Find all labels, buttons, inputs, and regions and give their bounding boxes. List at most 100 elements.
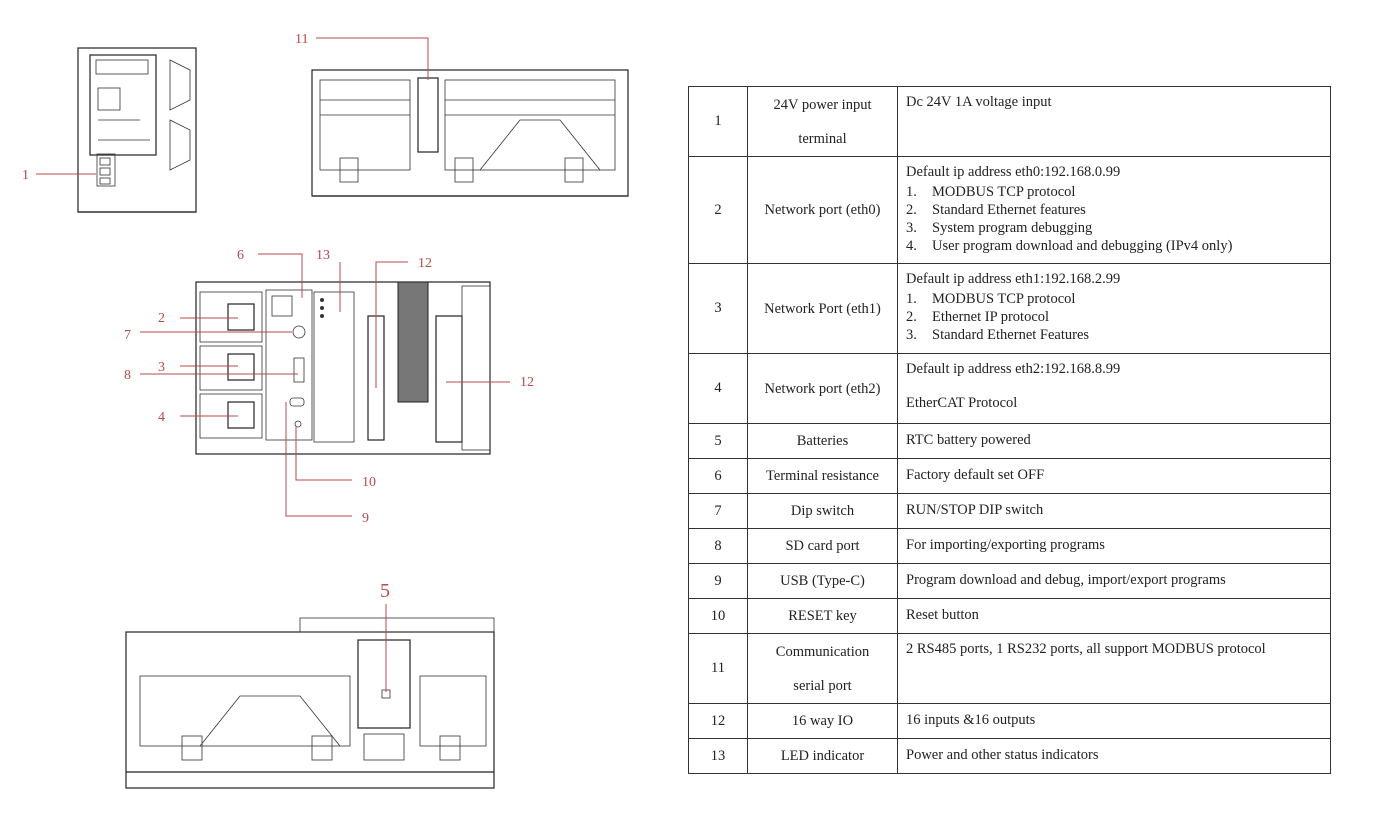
component-description: RUN/STOP DIP switch — [897, 493, 1331, 529]
component-description: Program download and debug, import/expor… — [897, 563, 1331, 599]
description-text: RTC battery powered — [906, 432, 1031, 448]
spec-row: 3 Network Port (eth1) Default ip address e… — [688, 263, 1331, 354]
side-view-drawing — [77, 47, 197, 213]
feature-number: 1. — [906, 184, 917, 200]
feature-number: 2. — [906, 309, 917, 325]
feature-number: 3. — [906, 327, 917, 343]
spec-row: 5 Batteries RTC battery powered — [688, 423, 1331, 459]
description-text: Default ip address eth1:192.168.2.99 — [906, 271, 1121, 287]
feature-item: 2. Ethernet IP protocol — [906, 308, 1322, 326]
component-description: Default ip address eth1:192.168.2.99 1.MO… — [897, 263, 1331, 354]
component-name-line: serial port — [793, 677, 852, 694]
feature-text: Standard Ethernet features — [932, 202, 1086, 218]
front-view-drawing — [195, 281, 491, 455]
component-name: Network port (eth0) — [747, 156, 898, 264]
feature-number: 4. — [906, 238, 917, 254]
component-description: RTC battery powered — [897, 423, 1331, 459]
component-description: Power and other status indicators — [897, 738, 1331, 774]
description-text: Dc 24V 1A voltage input — [906, 94, 1052, 110]
spec-row: 7 Dip switch RUN/STOP DIP switch — [688, 493, 1331, 529]
row-number: 3 — [688, 263, 748, 354]
description-text: For importing/exporting programs — [906, 537, 1105, 553]
feature-text: Standard Ethernet Features — [932, 327, 1090, 343]
component-name-line: Network port (eth2) — [764, 380, 881, 397]
callout-3: 3 — [158, 360, 165, 375]
component-name-line: Network port (eth0) — [764, 202, 881, 218]
feature-item: 3. Standard Ethernet Features — [906, 326, 1322, 344]
component-name-line: LED indicator — [780, 748, 865, 764]
component-name-line: Network Port (eth1) — [764, 300, 881, 317]
component-description: Factory default set OFF — [897, 458, 1331, 494]
spec-row: 11 Communication serial port 2 RS485 ports,… — [688, 633, 1331, 704]
component-name: RESET key — [747, 598, 898, 634]
component-name-line: Batteries — [796, 433, 849, 449]
description-text: Factory default set OFF — [906, 467, 1045, 483]
description-text: 2 RS485 ports, 1 RS232 ports, all suppor… — [906, 641, 1266, 657]
row-number: 5 — [688, 423, 748, 459]
feature-number: 3. — [906, 220, 917, 236]
component-name: Network Port (eth1) — [747, 263, 898, 354]
description-text: Default ip address eth2:192.168.8.99 — [906, 361, 1121, 377]
component-description: Dc 24V 1A voltage input — [897, 86, 1331, 157]
component-name-line: terminal — [798, 130, 847, 147]
component-name: Terminal resistance — [747, 458, 898, 494]
component-name-line: Terminal resistance — [766, 468, 879, 484]
component-description: Default ip address eth0:192.168.0.99 1.MO… — [897, 156, 1331, 264]
feature-number: 2. — [906, 202, 917, 218]
component-name: Communication serial port — [747, 633, 898, 704]
component-name-line: SD card port — [785, 538, 860, 554]
callout-8: 8 — [124, 368, 131, 383]
spec-row: 9 USB (Type-C) Program download and debug,… — [688, 563, 1331, 599]
description-text: Program download and debug, import/expor… — [906, 572, 1226, 588]
row-number: 7 — [688, 493, 748, 529]
component-name: SD card port — [747, 528, 898, 564]
callout-10: 10 — [362, 475, 376, 490]
callout-numbers: 1 2 3 4 5 6 7 8 9 10 11 12 12 13 — [22, 32, 534, 602]
feature-item: 2. Standard Ethernet features — [906, 201, 1322, 219]
row-number: 11 — [688, 633, 748, 704]
row-number: 10 — [688, 598, 748, 634]
component-name: Dip switch — [747, 493, 898, 529]
leader-lines — [36, 37, 510, 692]
component-name-line: Dip switch — [790, 503, 855, 519]
feature-text: System program debugging — [932, 220, 1093, 236]
description-text: Default ip address eth0:192.168.0.99 — [906, 164, 1121, 180]
top-view-drawing — [311, 69, 629, 197]
component-description: 2 RS485 ports, 1 RS232 ports, all suppor… — [897, 633, 1331, 704]
callout-12-top: 12 — [418, 256, 432, 271]
description-text: Reset button — [906, 607, 979, 623]
feature-item: 3. System program debugging — [906, 219, 1322, 237]
row-number: 9 — [688, 563, 748, 599]
callout-9: 9 — [362, 511, 369, 526]
description-text: 16 inputs &16 outputs — [906, 712, 1036, 728]
description-tail: EtherCAT Protocol — [906, 395, 1018, 411]
component-name: Batteries — [747, 423, 898, 459]
component-name-line: Communication — [775, 643, 870, 660]
component-description: 16 inputs &16 outputs — [897, 703, 1331, 739]
component-name: LED indicator — [747, 738, 898, 774]
feature-item: 1.MODBUS TCP protocol — [906, 290, 1322, 308]
callout-2: 2 — [158, 311, 165, 326]
feature-text: MODBUS TCP protocol — [932, 291, 1076, 307]
component-name-line: USB (Type-C) — [780, 573, 865, 589]
component-description: For importing/exporting programs — [897, 528, 1331, 564]
component-description: Reset button — [897, 598, 1331, 634]
description-text: Power and other status indicators — [906, 747, 1099, 763]
feature-item: 1.MODBUS TCP protocol — [906, 183, 1322, 201]
description-text: RUN/STOP DIP switch — [906, 502, 1044, 518]
callout-5: 5 — [380, 580, 390, 602]
feature-text: Ethernet IP protocol — [932, 309, 1050, 325]
row-number: 1 — [688, 86, 748, 157]
callout-12-right: 12 — [520, 375, 534, 390]
component-name-line: 16 way IO — [791, 713, 854, 729]
callout-7: 7 — [124, 328, 131, 343]
row-number: 8 — [688, 528, 748, 564]
